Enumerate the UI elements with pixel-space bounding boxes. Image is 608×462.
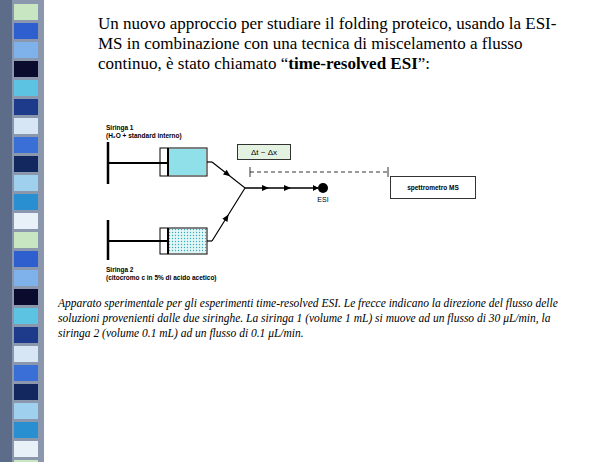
node-label: spettrometro MS [407,184,459,191]
stripe-block [14,403,38,419]
stripe-block [14,175,38,191]
stripe-block [14,4,38,20]
delay-box: Δt ~ Δx [237,144,291,160]
stripe-blocks [14,4,38,462]
stripe-block [14,137,38,153]
figure-caption: Apparato sperimentale per gli esperiment… [58,296,574,341]
stripe-block [14,327,38,343]
esi-needle: ESI [318,183,328,193]
stripe-block [14,384,38,400]
flow-line [212,188,318,241]
stripe-block [14,365,38,381]
node-label: Δt ~ Δx [251,148,277,157]
stripe-block [14,422,38,438]
stripe-block [14,232,38,248]
stripe-block [14,42,38,58]
distance-bracket [250,167,388,177]
syringe: Siringa 2(citocromo c in 5% di acido ace… [106,222,212,282]
stripe-block [14,23,38,39]
spectrometer-box: spettrometro MS [390,176,476,199]
stripe-block [14,61,38,77]
stripe-block [14,213,38,229]
stripe-block [14,156,38,172]
node-label: ESI [317,196,328,204]
stripe-block [14,251,38,267]
stripe-block [14,99,38,115]
node-label: Siringa 2 [106,266,212,274]
slide-title: Un nuovo approccio per studiare il foldi… [98,14,570,74]
stripe-block [14,270,38,286]
stripe-block [14,441,38,457]
flow-line [212,162,318,188]
node-label: Siringa 1 [106,124,212,132]
node-label: (citocromo c in 5% di acido acetico) [106,274,212,282]
stripe-block [14,80,38,96]
stripe-block [14,289,38,305]
node-label: (H₂O + standard interno) [106,132,212,140]
syringe-1 [108,142,212,184]
stripe-block [14,460,38,462]
stripe-block [14,118,38,134]
stripe-block [14,308,38,324]
side-band [0,0,44,462]
syringe-2 [108,220,212,260]
stripe-block [14,346,38,362]
side-band-edge [0,0,12,462]
stripe-block [14,194,38,210]
syringe: Siringa 1(H₂O + standard interno) [106,124,212,180]
